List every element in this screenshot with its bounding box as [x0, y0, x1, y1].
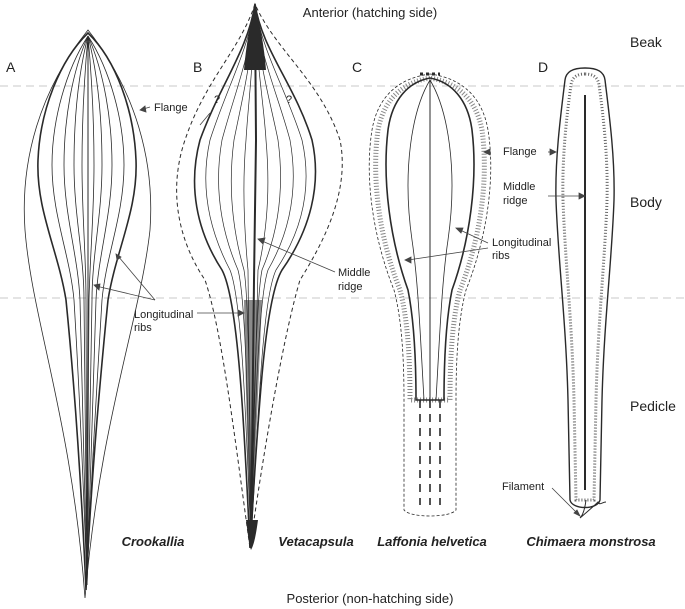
panel-d-letter: D: [538, 59, 548, 75]
laffonia-ribs-label-1: Longitudinal: [492, 237, 551, 249]
species-laffonia: Laffonia helvetica: [377, 534, 487, 549]
crookallia-ribs-label-2: ribs: [134, 322, 152, 334]
chimaera-filament: [579, 499, 607, 519]
laffonia-rib: [407, 79, 431, 401]
crookallia-rib: [73, 35, 89, 586]
laffonia-flange-label: Flange: [503, 146, 537, 158]
crookallia-rib: [86, 35, 113, 586]
crookallia-rib: [86, 35, 103, 586]
panel-b-letter: B: [193, 59, 202, 75]
laffonia-flange-outline: [368, 73, 492, 517]
species-vetacapsula: Vetacapsula: [278, 534, 353, 549]
crookallia-body-outline: [37, 31, 137, 591]
crookallia-rib: [86, 35, 95, 586]
laffonia-ribs-label-2: ribs: [492, 250, 510, 262]
vetacapsula-beak-tip: [244, 4, 266, 70]
crookallia-ribs-label-1: Longitudinal: [134, 309, 193, 321]
posterior-label: Posterior (non-hatching side): [287, 591, 454, 606]
capsule-chimaera: [555, 67, 615, 519]
anterior-label: Anterior (hatching side): [303, 5, 437, 20]
crookallia-rib: [81, 35, 89, 586]
capsule-vetacapsula: [176, 2, 343, 550]
capsule-crookallia: [23, 29, 152, 599]
crookallia-rib: [63, 35, 89, 586]
laffonia-rib: [429, 79, 453, 401]
species-crookallia: Crookallia: [122, 534, 185, 549]
vetacapsula-body-outline: [193, 3, 317, 549]
vetacapsula-pedicle-tip: [246, 520, 258, 550]
zone-pedicle-label: Pedicle: [630, 398, 676, 414]
vetacapsula-question-right: ?: [286, 94, 292, 106]
crookallia-flange-label: Flange: [154, 102, 188, 114]
laffonia-pedicle-dashes: [419, 400, 441, 505]
chimaera-middle-label-1: Middle: [503, 181, 535, 193]
zone-body-label: Body: [630, 194, 662, 210]
panel-c-letter: C: [352, 59, 362, 75]
chimaera-filament-label: Filament: [502, 481, 544, 493]
species-chimaera: Chimaera monstrosa: [526, 534, 655, 549]
vetacapsula-middle-label-2: ridge: [338, 281, 362, 293]
vetacapsula-flange-outline: [176, 2, 343, 549]
panel-a-letter: A: [6, 59, 16, 75]
crookallia-rib: [51, 35, 89, 586]
zone-beak-label: Beak: [630, 34, 663, 50]
capsule-laffonia: [368, 72, 492, 517]
crookallia-middle-line: [86, 36, 89, 586]
chimaera-inner-outline: [561, 72, 609, 502]
vetacapsula-question-left: ?: [214, 94, 220, 106]
vetacapsula-middle-label-1: Middle: [338, 267, 370, 279]
crookallia-rib: [86, 35, 125, 586]
chimaera-middle-label-2: ridge: [503, 195, 527, 207]
vetacapsula-pedicle-dense: [244, 300, 262, 548]
annotation-arrows: [93, 105, 586, 517]
crookallia-flange-outline: [23, 29, 152, 599]
